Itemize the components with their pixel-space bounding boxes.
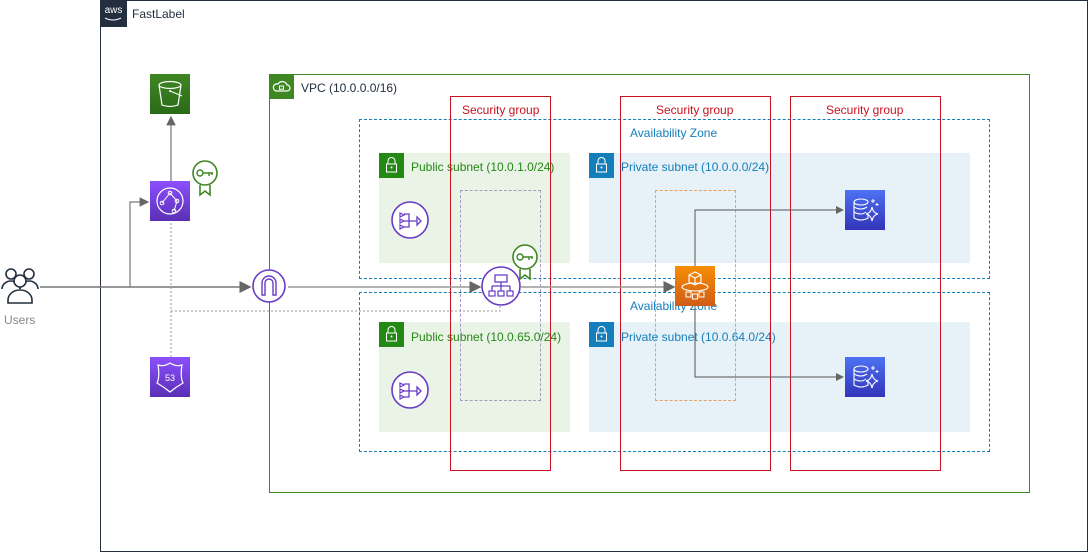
- ecs-fargate-icon[interactable]: [675, 266, 715, 306]
- private-subnet-lock-icon: [589, 322, 614, 347]
- nat-gateway-icon[interactable]: [390, 370, 430, 410]
- users-label: Users: [4, 313, 36, 327]
- aws-cloud-group: [100, 0, 1088, 552]
- route53-icon[interactable]: 53: [150, 357, 190, 397]
- vpc-cloud-icon: [269, 74, 294, 99]
- cloud-title: FastLabel: [132, 7, 185, 21]
- private-subnet-lock-icon: [589, 153, 614, 178]
- security-group-2: [620, 96, 771, 471]
- public-subnet-2-label: Public subnet (10.0.65.0/24): [411, 330, 562, 344]
- edge-route53-alb: [171, 305, 501, 312]
- certificate-icon: [191, 160, 219, 198]
- availability-zone-1-label: Availability Zone: [630, 126, 718, 140]
- security-group-1-label: Security group: [462, 103, 540, 117]
- aws-logo-icon: aws: [100, 0, 127, 27]
- security-group-3: [790, 96, 941, 471]
- edge-ecs-aurora-1: [694, 206, 844, 266]
- edge-users-cloudfront: [129, 197, 150, 287]
- nat-gateway-icon[interactable]: [390, 200, 430, 240]
- svg-text:53: 53: [165, 373, 175, 383]
- public-subnet-lock-icon: [379, 322, 404, 347]
- security-group-1: [450, 96, 551, 471]
- load-balancer-icon[interactable]: [481, 266, 521, 306]
- internet-gateway-icon[interactable]: [251, 268, 287, 304]
- aurora-icon[interactable]: [845, 190, 885, 230]
- edge-ecs-aurora-2: [694, 306, 844, 381]
- cloudfront-icon[interactable]: [150, 181, 190, 221]
- vpc-label: VPC (10.0.0.0/16): [301, 81, 398, 95]
- public-subnet-lock-icon: [379, 153, 404, 178]
- certificate-icon: [511, 244, 539, 282]
- private-subnet-1-label: Private subnet (10.0.0.0/24): [621, 160, 770, 174]
- availability-zone-1: [359, 119, 990, 279]
- public-subnet-1-label: Public subnet (10.0.1.0/24): [411, 160, 555, 174]
- private-subnet-2-label: Private subnet (10.0.64.0/24): [621, 330, 776, 344]
- users-icon: [0, 264, 40, 306]
- private-subnet-1: [589, 153, 970, 263]
- s3-bucket-icon[interactable]: [150, 74, 190, 114]
- alb-group: [460, 190, 541, 401]
- aurora-icon[interactable]: [845, 357, 885, 397]
- security-group-3-label: Security group: [826, 103, 904, 117]
- ecs-service-group: [655, 190, 736, 401]
- security-group-2-label: Security group: [656, 103, 734, 117]
